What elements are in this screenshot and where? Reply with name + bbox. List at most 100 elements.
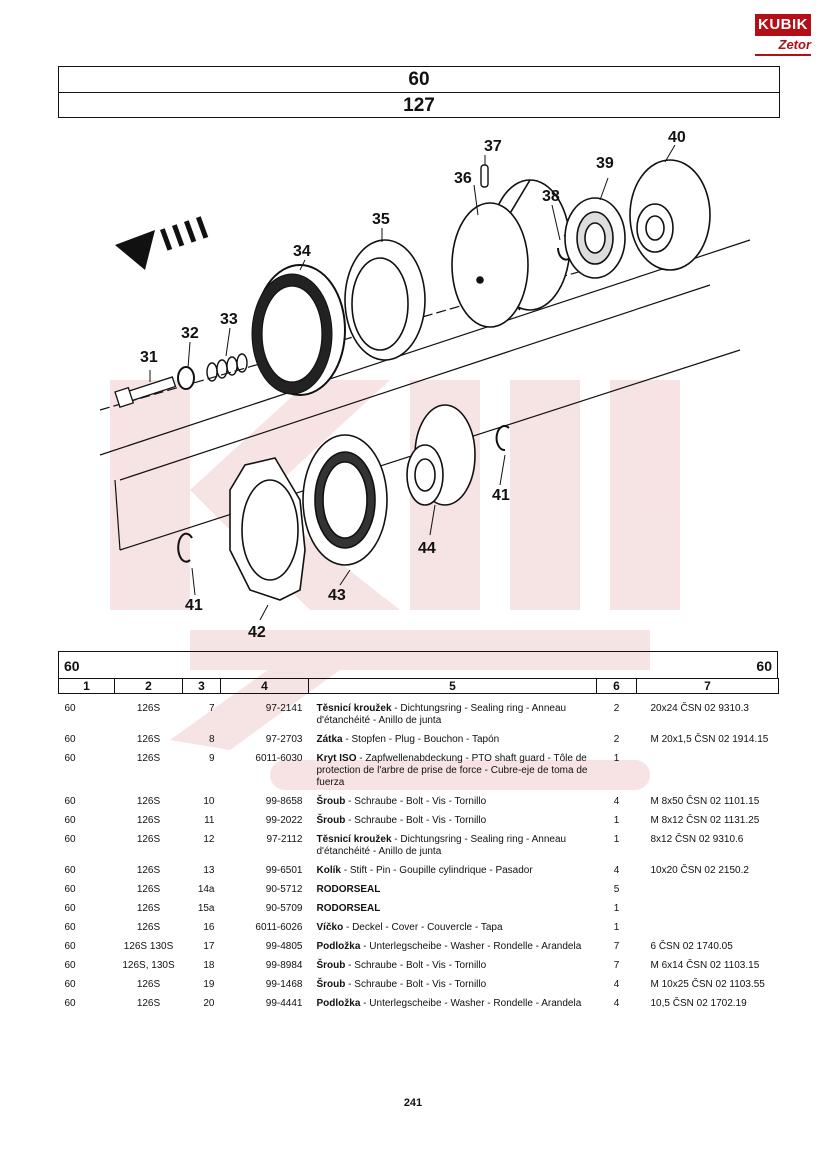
cell-part-number: 99-1468 bbox=[265, 979, 303, 990]
cell-part-number: 99-6501 bbox=[265, 865, 303, 876]
part-32-washer bbox=[177, 366, 195, 390]
cell-position: 13 bbox=[203, 865, 215, 876]
cell-model: 126S bbox=[136, 753, 161, 764]
cell-part-number: 97-2112 bbox=[266, 834, 303, 845]
kubik-zetor-logo: KUBIK Zetor bbox=[755, 14, 811, 62]
description-czech-name: Podložka bbox=[316, 941, 361, 952]
description-translations: - Schraube - Bolt - Vis - Tornillo bbox=[345, 796, 487, 807]
cell-description: Podložka - Unterlegscheibe - Washer - Ro… bbox=[309, 995, 597, 1014]
part-43-disc bbox=[302, 434, 388, 566]
cell-description: Těsnicí kroužek - Dichtungsring - Sealin… bbox=[309, 700, 597, 731]
cell-position: 11 bbox=[204, 815, 215, 826]
page-number: 241 bbox=[403, 1097, 423, 1109]
cell-group: 60 bbox=[64, 703, 76, 714]
cell-norm: M 8x50 ČSN 02 1101.15 bbox=[650, 796, 760, 807]
cell-quantity: 2 bbox=[613, 703, 620, 714]
cell-norm: 10x20 ČSN 02 2150.2 bbox=[650, 865, 749, 876]
description-czech-name: Víčko bbox=[316, 922, 344, 933]
table-row: 60 126S 7 97-2141 Těsnicí kroužek - Dichtung… bbox=[59, 700, 779, 731]
description-czech-name: Kolík bbox=[316, 865, 341, 876]
callout-44: 44 bbox=[418, 540, 436, 557]
callout-43: 43 bbox=[328, 587, 346, 604]
cell-norm: M 8x12 ČSN 02 1131.25 bbox=[650, 815, 760, 826]
cell-group: 60 bbox=[64, 922, 76, 933]
cell-position: 8 bbox=[208, 734, 215, 745]
description-translations: - Schraube - Bolt - Vis - Tornillo bbox=[345, 979, 487, 990]
cell-quantity: 4 bbox=[613, 979, 620, 990]
description-czech-name: Šroub bbox=[316, 960, 346, 971]
cell-position: 16 bbox=[203, 922, 215, 933]
cell-quantity: 1 bbox=[613, 753, 620, 764]
part-44-gear bbox=[406, 404, 476, 506]
cell-position: 17 bbox=[203, 941, 215, 952]
cell-description: Kolík - Stift - Pin - Goupille cylindriq… bbox=[309, 862, 597, 881]
cell-part-number: 99-4805 bbox=[265, 941, 303, 952]
callout-36: 36 bbox=[454, 170, 472, 187]
cell-part-number: 99-4441 bbox=[265, 998, 303, 1009]
cell-position: 9 bbox=[208, 753, 215, 764]
cell-description: Šroub - Schraube - Bolt - Vis - Tornillo bbox=[309, 976, 597, 995]
callout-41-right: 41 bbox=[492, 487, 510, 504]
cell-group: 60 bbox=[64, 884, 76, 895]
part-41-clip-left bbox=[177, 532, 193, 563]
cell-part-number: 97-2141 bbox=[265, 703, 303, 714]
cell-model: 126S bbox=[136, 903, 161, 914]
description-czech-name: Těsnicí kroužek bbox=[316, 834, 392, 845]
cell-model: 126S bbox=[136, 815, 161, 826]
cell-description: Šroub - Schraube - Bolt - Vis - Tornillo bbox=[309, 812, 597, 831]
column-header-row: 1 2 3 4 5 6 7 bbox=[58, 678, 779, 694]
cell-model: 126S bbox=[136, 884, 161, 895]
part-41-clip-right bbox=[495, 425, 510, 451]
cell-model: 126S bbox=[136, 834, 161, 845]
cell-part-number: 90-5709 bbox=[265, 903, 303, 914]
cell-group: 60 bbox=[64, 903, 76, 914]
group-number: 60 bbox=[59, 67, 779, 93]
frame-line-upper bbox=[119, 284, 711, 481]
cell-position: 14a bbox=[197, 884, 215, 895]
cell-description: Těsnicí kroužek - Dichtungsring - Sealin… bbox=[309, 831, 597, 862]
cell-quantity: 7 bbox=[613, 941, 620, 952]
cell-position: 18 bbox=[203, 960, 215, 971]
group-header-right: 60 bbox=[756, 658, 772, 674]
cell-group: 60 bbox=[64, 998, 76, 1009]
cell-norm bbox=[637, 881, 779, 900]
cell-quantity: 1 bbox=[613, 903, 620, 914]
cell-part-number: 90-5712 bbox=[265, 884, 303, 895]
cell-description: RODORSEAL bbox=[309, 881, 597, 900]
cell-group: 60 bbox=[64, 815, 76, 826]
description-translations: - Schraube - Bolt - Vis - Tornillo bbox=[345, 960, 487, 971]
description-czech-name: Šroub bbox=[316, 979, 346, 990]
cell-quantity: 5 bbox=[613, 884, 620, 895]
part-40-flange bbox=[629, 159, 711, 271]
part-33-spring bbox=[206, 353, 248, 382]
description-translations: - Schraube - Bolt - Vis - Tornillo bbox=[345, 815, 487, 826]
description-translations: - Stopfen - Plug - Bouchon - Tapón bbox=[342, 734, 500, 745]
callout-35: 35 bbox=[372, 211, 390, 228]
cell-model: 126S bbox=[136, 998, 161, 1009]
cell-group: 60 bbox=[64, 960, 76, 971]
cell-norm bbox=[637, 750, 779, 793]
cell-norm: 8x12 ČSN 02 9310.6 bbox=[650, 834, 744, 845]
cell-group: 60 bbox=[64, 753, 76, 764]
table-row: 60 126S 14a 90-5712 RODORSEAL 5 bbox=[59, 881, 779, 900]
description-translations: - Dichtungsring - Sealing ring - Anneau … bbox=[316, 834, 567, 857]
cell-norm: 20x24 ČSN 02 9310.3 bbox=[650, 703, 749, 714]
callout-41-left: 41 bbox=[185, 597, 203, 614]
cell-model: 126S bbox=[136, 796, 161, 807]
cell-description: Podložka - Unterlegscheibe - Washer - Ro… bbox=[309, 938, 597, 957]
cell-norm bbox=[637, 919, 779, 938]
cell-quantity: 1 bbox=[613, 834, 620, 845]
cell-description: Víčko - Deckel - Cover - Couvercle - Tap… bbox=[309, 919, 597, 938]
cell-model: 126S bbox=[136, 703, 161, 714]
cell-group: 60 bbox=[64, 796, 76, 807]
logo-brand: KUBIK bbox=[755, 14, 811, 36]
cell-position: 7 bbox=[208, 703, 215, 714]
column-header: 4 bbox=[220, 678, 309, 694]
callout-42: 42 bbox=[248, 624, 266, 641]
